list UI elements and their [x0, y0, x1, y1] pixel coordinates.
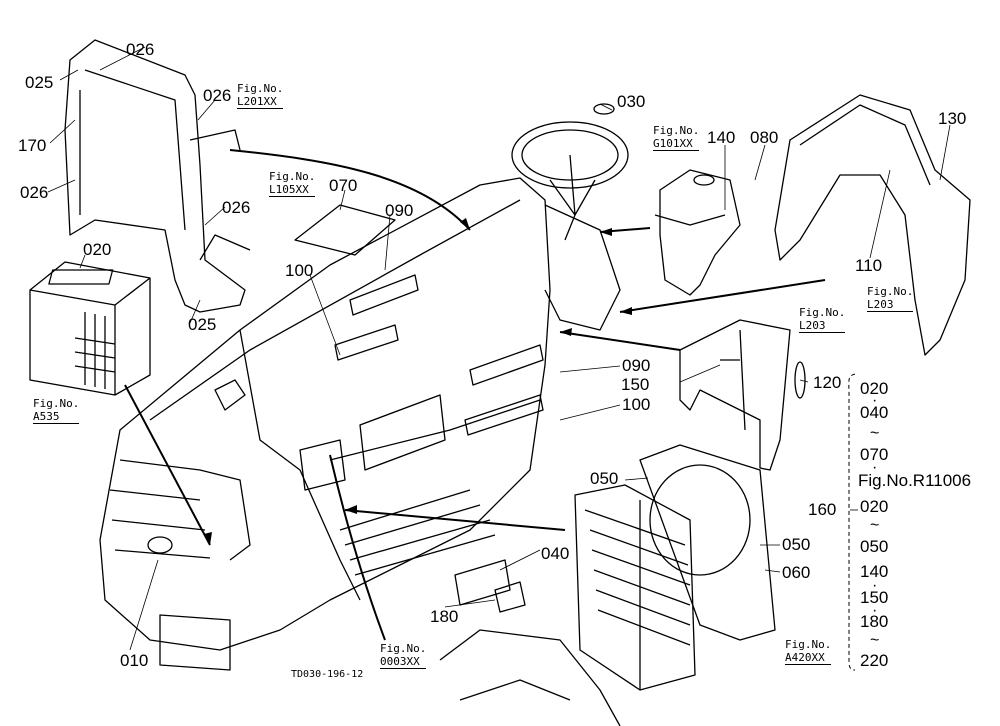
fig-ref-label: Fig.No.: [867, 285, 914, 298]
range-item: 040: [860, 403, 889, 422]
callout-026: 026: [20, 183, 49, 202]
plate-070-part: [294, 204, 396, 256]
arrow-radiator: [344, 509, 566, 531]
fig-ref-label: Fig.No.: [653, 124, 700, 137]
callout-060: 060: [782, 563, 811, 582]
fig-ref-g101xx[interactable]: Fig.No. G101XX: [653, 124, 700, 151]
range-item: 020: [860, 497, 889, 516]
arrow-shroud: [559, 331, 681, 351]
fig-ref-label: Fig.No.: [237, 82, 284, 95]
range-separator-dot: ·: [872, 602, 878, 619]
callout-070: 070: [329, 176, 358, 195]
decal-040-part: [454, 559, 526, 613]
fig-ref-l203-upper[interactable]: Fig.No. L203: [867, 285, 914, 312]
callout-020: 020: [83, 240, 112, 259]
vent-decal-part: [334, 274, 544, 436]
callout-050: 050: [782, 535, 811, 554]
fig-ref-number: L203: [799, 319, 846, 333]
range-fig-ref[interactable]: Fig.No.R11006: [858, 471, 972, 490]
range-item: 050: [860, 537, 889, 556]
callout-140: 140: [707, 128, 736, 147]
arrow-fender: [619, 279, 826, 313]
callout-100: 100: [285, 261, 314, 280]
callout-090: 090: [385, 201, 414, 220]
callout-025: 025: [188, 315, 217, 334]
fig-ref-number: L105XX: [269, 183, 316, 197]
callout-050: 050: [590, 469, 619, 488]
arrow-battery: [124, 384, 211, 546]
callout-010: 010: [120, 651, 149, 670]
range-separator-dot: ·: [872, 577, 878, 594]
arrow-decal: [329, 454, 386, 641]
range-separator-dot: ·: [872, 459, 878, 476]
fig-ref-l105xx[interactable]: Fig.No. L105XX: [269, 170, 316, 197]
fig-ref-a535[interactable]: Fig.No. A535: [33, 397, 80, 424]
range-item: 070: [860, 445, 889, 464]
fig-ref-number: G101XX: [653, 137, 700, 151]
callout-170: 170: [18, 136, 47, 155]
fig-ref-label: Fig.No.: [33, 397, 80, 410]
range-item: 220: [860, 651, 889, 670]
callout-130: 130: [938, 109, 967, 128]
fig-ref-l201xx[interactable]: Fig.No. L201XX: [237, 82, 284, 109]
fender-part: [774, 94, 971, 356]
battery-part: [29, 261, 151, 396]
fig-ref-label: Fig.No.: [380, 642, 427, 655]
callout-150: 150: [621, 375, 650, 394]
chassis-part: [439, 629, 621, 726]
callout-100: 100: [622, 395, 651, 414]
fig-ref-label: Fig.No.: [785, 638, 832, 651]
range-item: 020: [860, 379, 889, 398]
dash-panel-part: [544, 204, 621, 331]
hood-part: [99, 177, 551, 671]
callout-110: 110: [855, 256, 883, 275]
range-item: 140: [860, 562, 889, 581]
seat-panel-part: [64, 39, 251, 313]
fig-ref-label: Fig.No.: [269, 170, 316, 183]
fig-ref-number: A420XX: [785, 651, 832, 665]
callout-030: 030: [617, 92, 646, 111]
callout-180: 180: [430, 607, 459, 626]
fig-ref-number: L203: [867, 298, 914, 312]
range-separator-tilde: ~: [870, 632, 880, 649]
range-item: 150: [860, 588, 889, 607]
steering-wheel-part: [511, 103, 629, 241]
range-separator-tilde: ~: [870, 425, 880, 442]
range-separator-tilde: ~: [870, 517, 880, 534]
callout-120: 120: [813, 373, 842, 392]
fig-ref-a420xx[interactable]: Fig.No. A420XX: [785, 638, 832, 665]
callout-025: 025: [25, 73, 54, 92]
callout-160: 160: [808, 500, 837, 519]
reservoir-tank-part: [654, 169, 741, 296]
arrow-seat: [229, 149, 471, 231]
fig-ref-l203-lower[interactable]: Fig.No. L203: [799, 306, 846, 333]
callout-026: 026: [222, 198, 251, 217]
callout-090: 090: [622, 356, 651, 375]
range-item: 180: [860, 612, 889, 631]
fig-ref-0003xx[interactable]: Fig.No. 0003XX: [380, 642, 427, 669]
callout-026: 026: [126, 40, 155, 59]
callout-080: 080: [750, 128, 779, 147]
bracket-line: [848, 373, 856, 671]
fig-ref-label: Fig.No.: [799, 306, 846, 319]
drawing-code: TD030-196-12: [291, 669, 364, 680]
fig-ref-number: A535: [33, 410, 80, 424]
range-separator-dot: ·: [872, 392, 878, 409]
callout-040: 040: [541, 544, 570, 563]
callout-026: 026: [203, 86, 232, 105]
side-shroud-part: [679, 319, 806, 471]
fig-ref-number: 0003XX: [380, 655, 427, 669]
fig-ref-number: L201XX: [237, 95, 284, 109]
radiator-assembly-part: [574, 444, 776, 691]
